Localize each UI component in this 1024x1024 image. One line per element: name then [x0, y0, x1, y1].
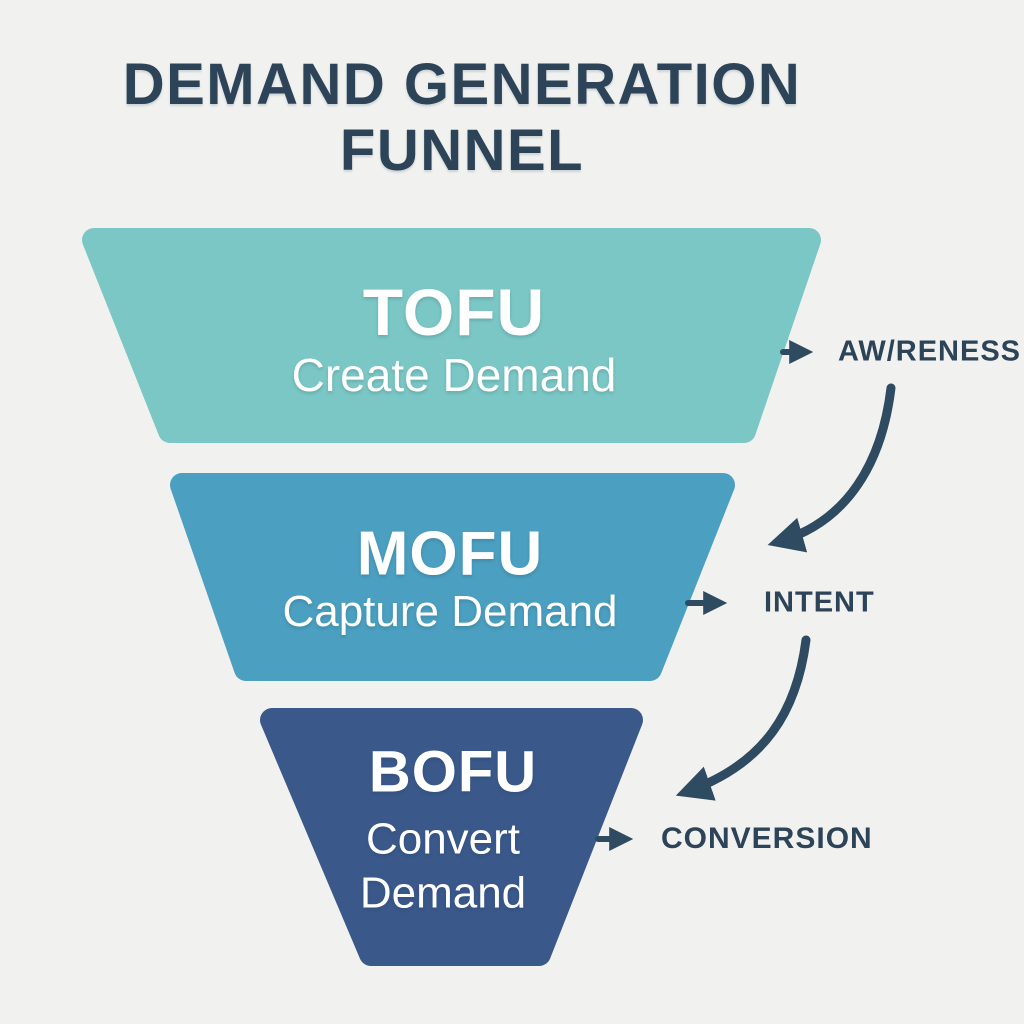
funnel-stage-bofu-shape — [260, 708, 643, 966]
stage-tofu-acronym: TOFU — [362, 275, 546, 349]
outcome-label-conversion: CONVERSION — [661, 822, 873, 855]
stage-mofu-acronym: MOFU — [356, 519, 544, 589]
funnel-stage-tofu-shape — [82, 228, 821, 443]
page-title-line1: DEMAND GENERATION — [122, 52, 802, 117]
curved-arrow-down-left-icon-awareness-to-mofu — [767, 383, 896, 553]
page-title-line2: FUNNEL — [339, 118, 585, 183]
stage-bofu-label: Convert Demand — [359, 814, 527, 917]
outcome-label-intent: INTENT — [764, 586, 875, 619]
stage-mofu-label: Capture Demand — [282, 587, 618, 636]
page-title: DEMAND GENERATION FUNNEL — [2, 52, 922, 184]
outcome-label-awareness: AW/RENESS — [838, 335, 1022, 368]
curved-arrow-down-left-icon-intent-to-bofu — [675, 635, 811, 801]
stage-tofu-label: Create Demand — [291, 349, 617, 401]
stage-bofu-acronym: BOFU — [368, 739, 538, 805]
funnel-stage-mofu-shape — [170, 473, 735, 681]
